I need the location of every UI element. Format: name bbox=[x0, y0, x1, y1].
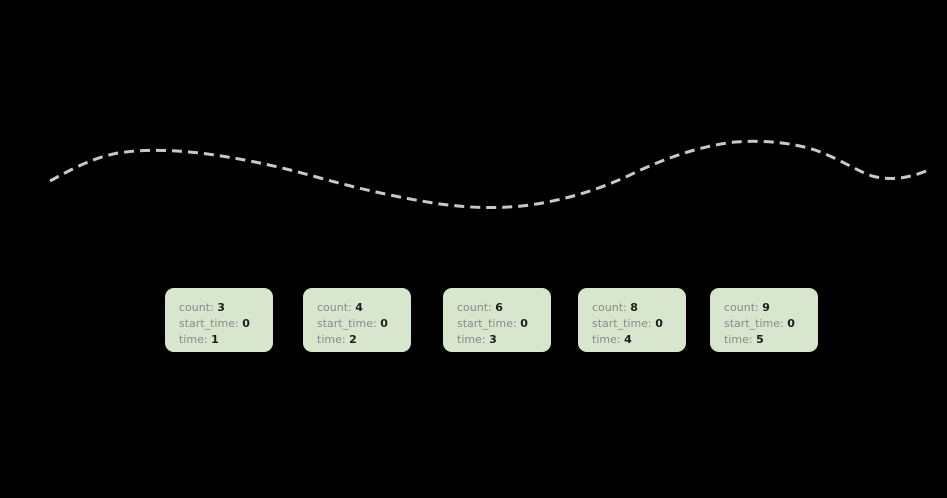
node-field-label: time: bbox=[457, 333, 486, 346]
node-field-time: time: 4 bbox=[592, 332, 686, 348]
node-field-time: time: 5 bbox=[724, 332, 818, 348]
node-field-label: count: bbox=[317, 301, 352, 314]
node-field-label: time: bbox=[592, 333, 621, 346]
node-field-start_time: start_time: 0 bbox=[317, 316, 411, 332]
node-field-label: start_time: bbox=[724, 317, 784, 330]
node-field-count: count: 6 bbox=[457, 300, 551, 316]
node-field-value: 4 bbox=[355, 301, 363, 314]
node-field-value: 3 bbox=[217, 301, 225, 314]
node-field-label: start_time: bbox=[457, 317, 517, 330]
node-field-label: start_time: bbox=[592, 317, 652, 330]
node-field-label: time: bbox=[724, 333, 753, 346]
node-field-count: count: 9 bbox=[724, 300, 818, 316]
node-field-label: count: bbox=[457, 301, 492, 314]
node-field-label: start_time: bbox=[317, 317, 377, 330]
node-field-label: count: bbox=[592, 301, 627, 314]
node-field-label: time: bbox=[317, 333, 346, 346]
node-field-value: 6 bbox=[495, 301, 503, 314]
node-field-value: 4 bbox=[624, 333, 632, 346]
node-field-time: time: 2 bbox=[317, 332, 411, 348]
node-field-value: 9 bbox=[762, 301, 770, 314]
node-field-value: 3 bbox=[489, 333, 497, 346]
node-field-label: count: bbox=[179, 301, 214, 314]
node-field-label: start_time: bbox=[179, 317, 239, 330]
node-field-count: count: 3 bbox=[179, 300, 273, 316]
node-field-value: 0 bbox=[787, 317, 795, 330]
node-field-start_time: start_time: 0 bbox=[724, 316, 818, 332]
node-field-count: count: 4 bbox=[317, 300, 411, 316]
dashed-trend-curve-path bbox=[49, 139, 932, 210]
node-field-value: 5 bbox=[756, 333, 764, 346]
node-field-start_time: start_time: 0 bbox=[457, 316, 551, 332]
node-field-start_time: start_time: 0 bbox=[592, 316, 686, 332]
node-field-value: 0 bbox=[520, 317, 528, 330]
node-field-value: 2 bbox=[349, 333, 357, 346]
node-field-value: 1 bbox=[211, 333, 219, 346]
node-field-value: 0 bbox=[380, 317, 388, 330]
node-field-value: 0 bbox=[655, 317, 663, 330]
node-field-value: 8 bbox=[630, 301, 638, 314]
node-field-time: time: 3 bbox=[457, 332, 551, 348]
node-field-time: time: 1 bbox=[179, 332, 273, 348]
node-field-count: count: 8 bbox=[592, 300, 686, 316]
node-field-start_time: start_time: 0 bbox=[179, 316, 273, 332]
node-field-label: count: bbox=[724, 301, 759, 314]
node-field-value: 0 bbox=[242, 317, 250, 330]
node-field-label: time: bbox=[179, 333, 208, 346]
